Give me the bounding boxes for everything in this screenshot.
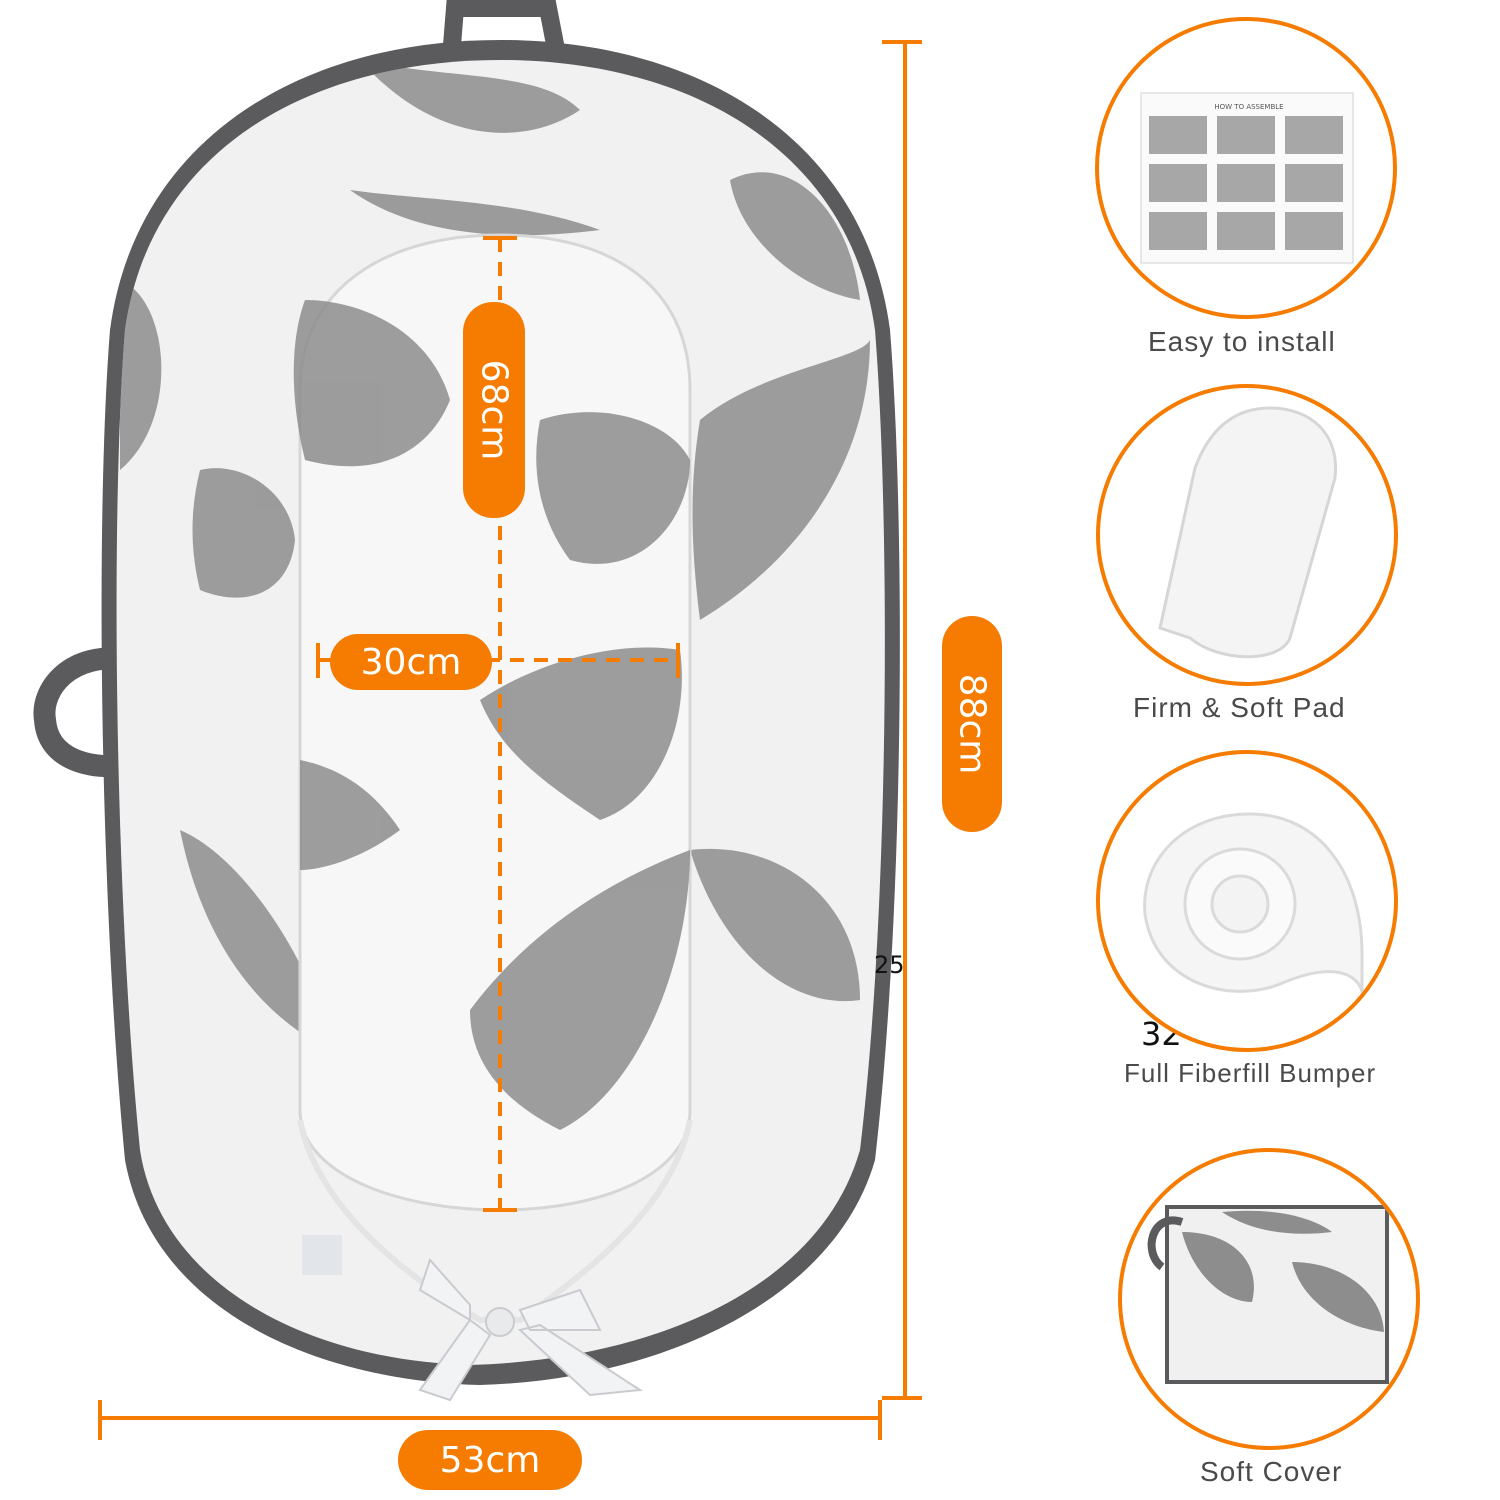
feature-caption-install: Easy to install [1148,326,1336,357]
inner-length-label: 68cm [463,302,525,518]
side-handle [33,647,132,778]
feature-caption-bumper: Full Fiberfill Bumper [1124,1058,1377,1088]
assembly-sheet-title: HOW TO ASSEMBLE [1214,103,1283,111]
outer-length-label: 88cm [942,616,1002,832]
folded-cover-icon [1147,1205,1389,1384]
mattress-pad-icon [1158,406,1338,659]
outer-width-label: 53cm [398,1430,582,1490]
feature-caption-pad: Firm & Soft Pad [1133,692,1346,723]
feature-caption-cover: Soft Cover [1200,1456,1343,1487]
rolled-bumper-icon [1143,812,1366,1015]
stray-number-25: 25 [874,951,905,979]
feature-circle-cover [1118,1148,1420,1450]
instruction-sheet-icon: HOW TO ASSEMBLE [1140,92,1354,264]
feature-circle-install: HOW TO ASSEMBLE [1095,17,1397,319]
top-handle [441,0,569,72]
feature-circle-bumper [1096,750,1398,1052]
ribbon-bow [418,1258,643,1402]
inner-width-label: 30cm [330,634,492,690]
feature-circle-pad [1096,384,1398,686]
